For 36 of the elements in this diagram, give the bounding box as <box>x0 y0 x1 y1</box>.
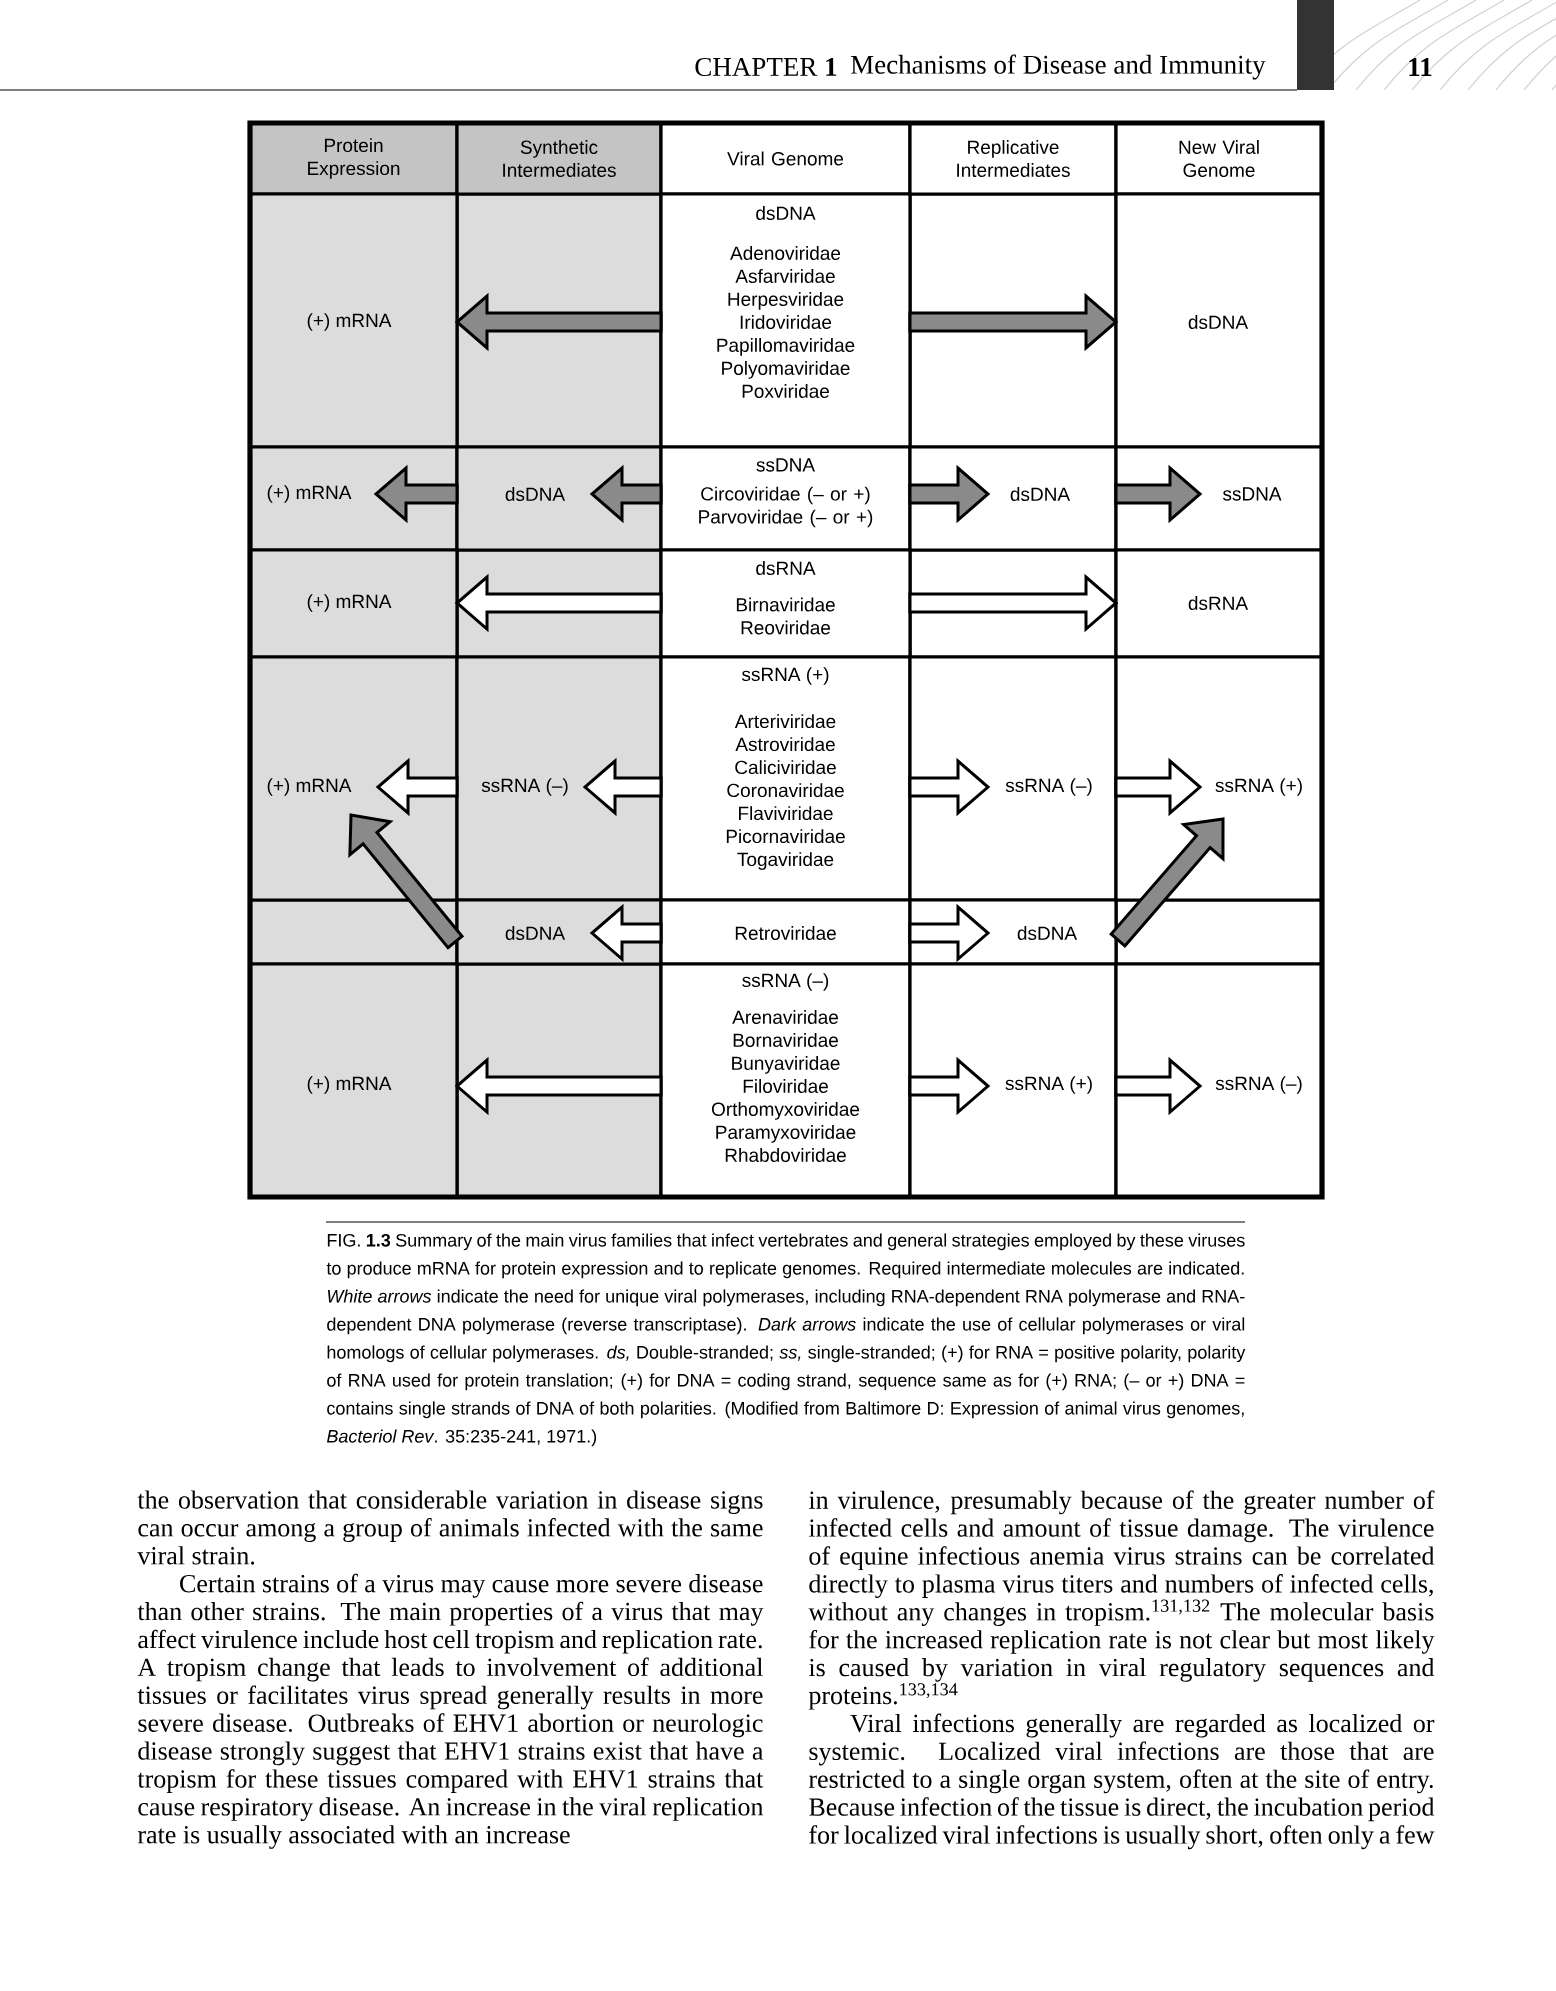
figure-caption: FIG. 1.3 Summary of the main virus families that infect vertebrates and general strategies employed by these viruses to produce mRNA for protein expression and to replicate genomes. Required intermediate molecules are indicated. White arrows indicate the need for unique viral polymerases, including RNA-dependent RNA polymerase and RNA-dependent DNA polymerase (reverse transcriptase). Dark arrows indicate the use of cellular polymerases or viral homologs of cellular polymerases. ds, Double-stranded; ss, single-stranded; (+) for RNA = positive polarity, polarity of RNA used for protein translation; (+) for DNA = coding strand, sequence same as for (+) RNA; (– or +) DNA = contains single strands of DNA of both polarities. (Modified from Baltimore D: Expression of animal virus genomes, Bacteriol Rev. 35:235-241, 1971.) <box>326 1233 1246 1447</box>
arrow <box>908 903 991 963</box>
body-paragraph: in virulence, presumably because of the greater number of infected cells and amount of tissue damage. The virulence of equine infectious anemia virus strains can be correlated directly to plasma virus titers and numbers of infected cells, without any changes in tropism.$^{131,132}$ The molecular basis for the increased replication rate is not clear but most likely is caused by variation in viral regulatory sequences and proteins.$^{133,134}$ <box>808 1490 1435 1710</box>
arrow <box>454 292 663 352</box>
arrow <box>582 757 663 817</box>
body-paragraph: the observation that considerable variation in disease signs can occur among a group of animals infected with the same viral strain. <box>137 1490 763 1565</box>
table-cell: ssDNA Circoviridae (– or +) Parvoviridae (– or +) <box>659 445 912 552</box>
header-cell: Replicative Intermediates <box>908 121 1118 196</box>
arrow <box>373 464 459 524</box>
body-paragraph: Viral infections generally are regarded as localized or systemic. Localized viral infections are those that are restricted to a single organ system, often at the site of entry. Because infection of the tissue is direct, the incubation period for localized viral infections is usually short, often only a few <box>808 1713 1435 1850</box>
table-cell: dsRNA Birnaviridae Reoviridae <box>659 548 912 659</box>
running-header: Mechanisms of Disease and Immunity <box>851 54 1266 80</box>
arrow <box>454 1056 663 1116</box>
table-cell: (+) mRNA <box>248 548 459 659</box>
table-cell: dsDNA <box>908 445 1118 552</box>
body-paragraph: Certain strains of a virus may cause more severe disease than other strains. The main properties of a virus that may affect virulence include host cell tropism and replication rate. A tropism change that leads to involvement of additional tissues or facilitates virus spread generally results in more severe disease. Outbreaks of EHV1 abortion or neurologic disease strongly suggest that EHV1 strains exist that have a tropism for these tissues compared with EHV1 strains that cause respiratory disease. An increase in the viral replication rate is usually associated with an increase <box>137 1573 764 1849</box>
header-cell: Synthetic Intermediates <box>455 121 663 196</box>
table-cell: dsRNA <box>1114 548 1324 659</box>
arrow <box>908 573 1119 633</box>
running-header: 11 <box>1409 58 1432 76</box>
arrow <box>908 757 991 817</box>
arrow <box>908 464 991 524</box>
arrow <box>908 292 1119 352</box>
header-cell: New Viral Genome <box>1114 121 1324 196</box>
arrow <box>1114 464 1203 524</box>
arrow <box>454 573 663 633</box>
arrow <box>1114 757 1203 817</box>
arrow <box>1114 1056 1203 1116</box>
table-cell: dsDNA <box>455 445 663 552</box>
arrow <box>589 903 663 963</box>
table-cell: Retroviridae <box>659 898 912 966</box>
arrow <box>589 464 663 524</box>
arrow <box>375 757 459 817</box>
running-header: CHAPTER 1 <box>695 57 837 77</box>
header-cell: Viral Genome <box>659 121 912 196</box>
arrow <box>908 1056 991 1116</box>
